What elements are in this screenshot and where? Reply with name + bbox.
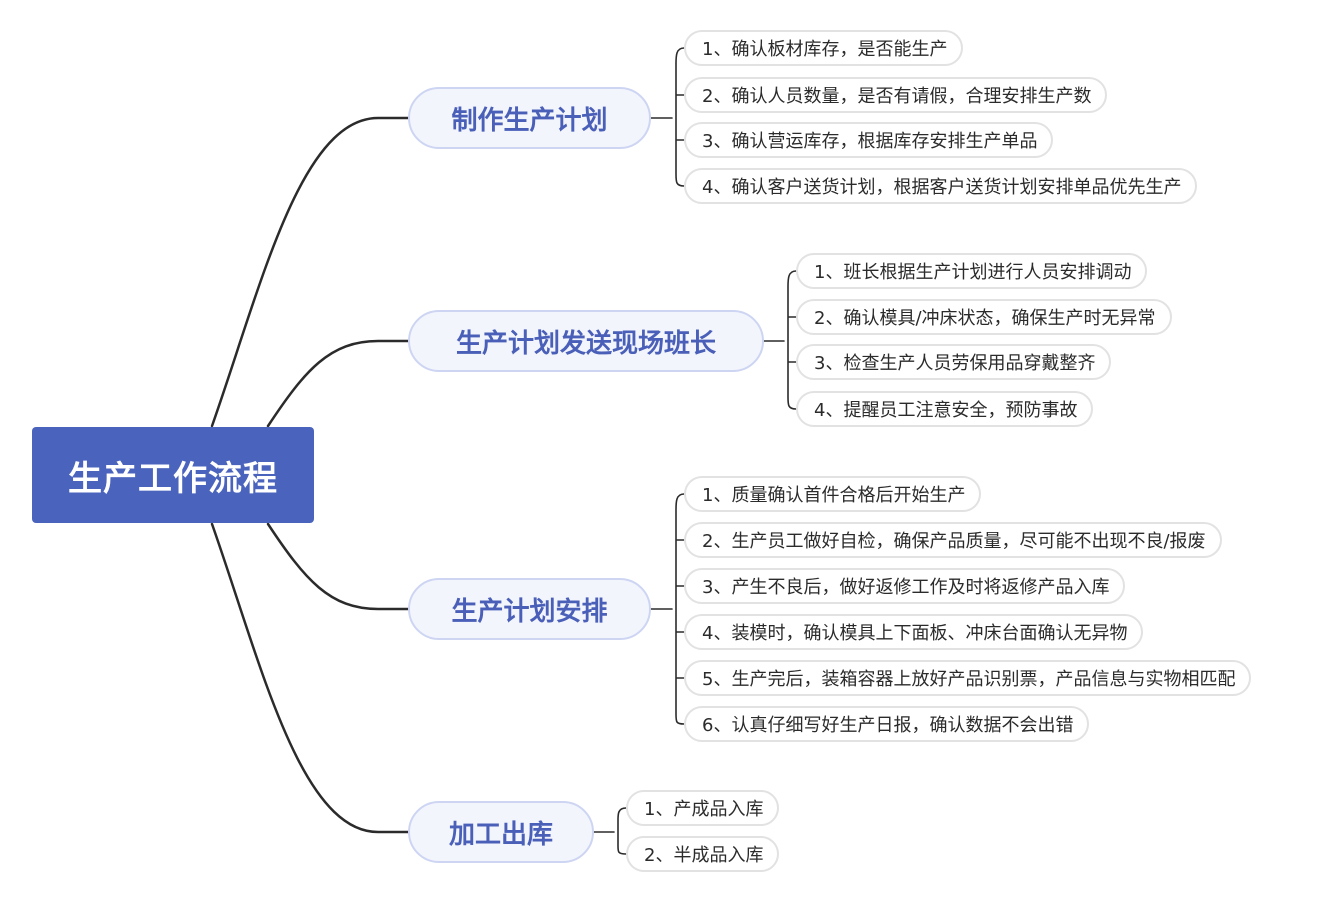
- leaf-node-2-1[interactable]: 1、班长根据生产计划进行人员安排调动: [796, 253, 1148, 289]
- root-node[interactable]: 生产工作流程: [32, 427, 314, 523]
- leaf-node-4-2[interactable]: 2、半成品入库: [626, 836, 780, 872]
- bracket-branch-2: [763, 270, 797, 410]
- leaf-node-1-4[interactable]: 4、确认客户送货计划，根据客户送货计划安排单品优先生产: [684, 168, 1198, 204]
- branch-node-4[interactable]: 加工出库: [408, 801, 594, 863]
- bracket-branch-1: [650, 47, 685, 187]
- leaf-node-1-2[interactable]: 2、确认人员数量，是否有请假，合理安排生产数: [684, 77, 1108, 113]
- branch-node-2[interactable]: 生产计划发送现场班长: [408, 310, 764, 372]
- leaf-node-2-4[interactable]: 4、提醒员工注意安全，预防事故: [796, 391, 1094, 427]
- leaf-node-2-3[interactable]: 3、检查生产人员劳保用品穿戴整齐: [796, 344, 1112, 380]
- leaf-node-3-3[interactable]: 3、产生不良后，做好返修工作及时将返修产品入库: [684, 568, 1126, 604]
- leaf-node-3-5[interactable]: 5、生产完后，装箱容器上放好产品识别票，产品信息与实物相匹配: [684, 660, 1252, 696]
- branch-node-3[interactable]: 生产计划安排: [408, 578, 651, 640]
- connector-root-branch-3: [266, 522, 410, 611]
- leaf-node-3-2[interactable]: 2、生产员工做好自检，确保产品质量，尽可能不出现不良/报废: [684, 522, 1222, 558]
- leaf-node-1-3[interactable]: 3、确认营运库存，根据库存安排生产单品: [684, 122, 1054, 158]
- leaf-node-3-6[interactable]: 6、认真仔细写好生产日报，确认数据不会出错: [684, 706, 1090, 742]
- connector-root-branch-4: [210, 522, 410, 834]
- branch-node-1[interactable]: 制作生产计划: [408, 87, 651, 149]
- connector-root-branch-1: [210, 116, 410, 428]
- leaf-node-4-1[interactable]: 1、产成品入库: [626, 790, 780, 826]
- bracket-branch-4: [593, 807, 627, 855]
- connector-root-branch-2: [266, 339, 410, 428]
- leaf-node-3-1[interactable]: 1、质量确认首件合格后开始生产: [684, 476, 982, 512]
- bracket-branch-3: [650, 493, 685, 725]
- leaf-node-2-2[interactable]: 2、确认模具/冲床状态，确保生产时无异常: [796, 299, 1172, 335]
- leaf-node-1-1[interactable]: 1、确认板材库存，是否能生产: [684, 30, 964, 66]
- leaf-node-3-4[interactable]: 4、装模时，确认模具上下面板、冲床台面确认无异物: [684, 614, 1144, 650]
